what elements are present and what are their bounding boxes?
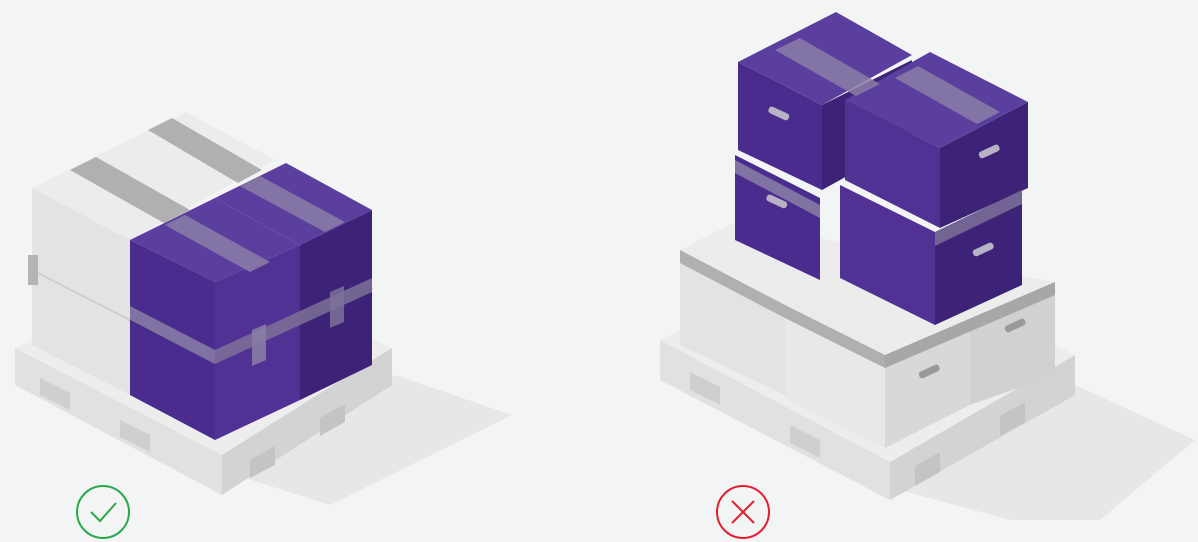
purple-box-tape [252, 324, 266, 366]
purple-box-tape [330, 286, 344, 328]
white-box-edge-guard [28, 255, 38, 285]
